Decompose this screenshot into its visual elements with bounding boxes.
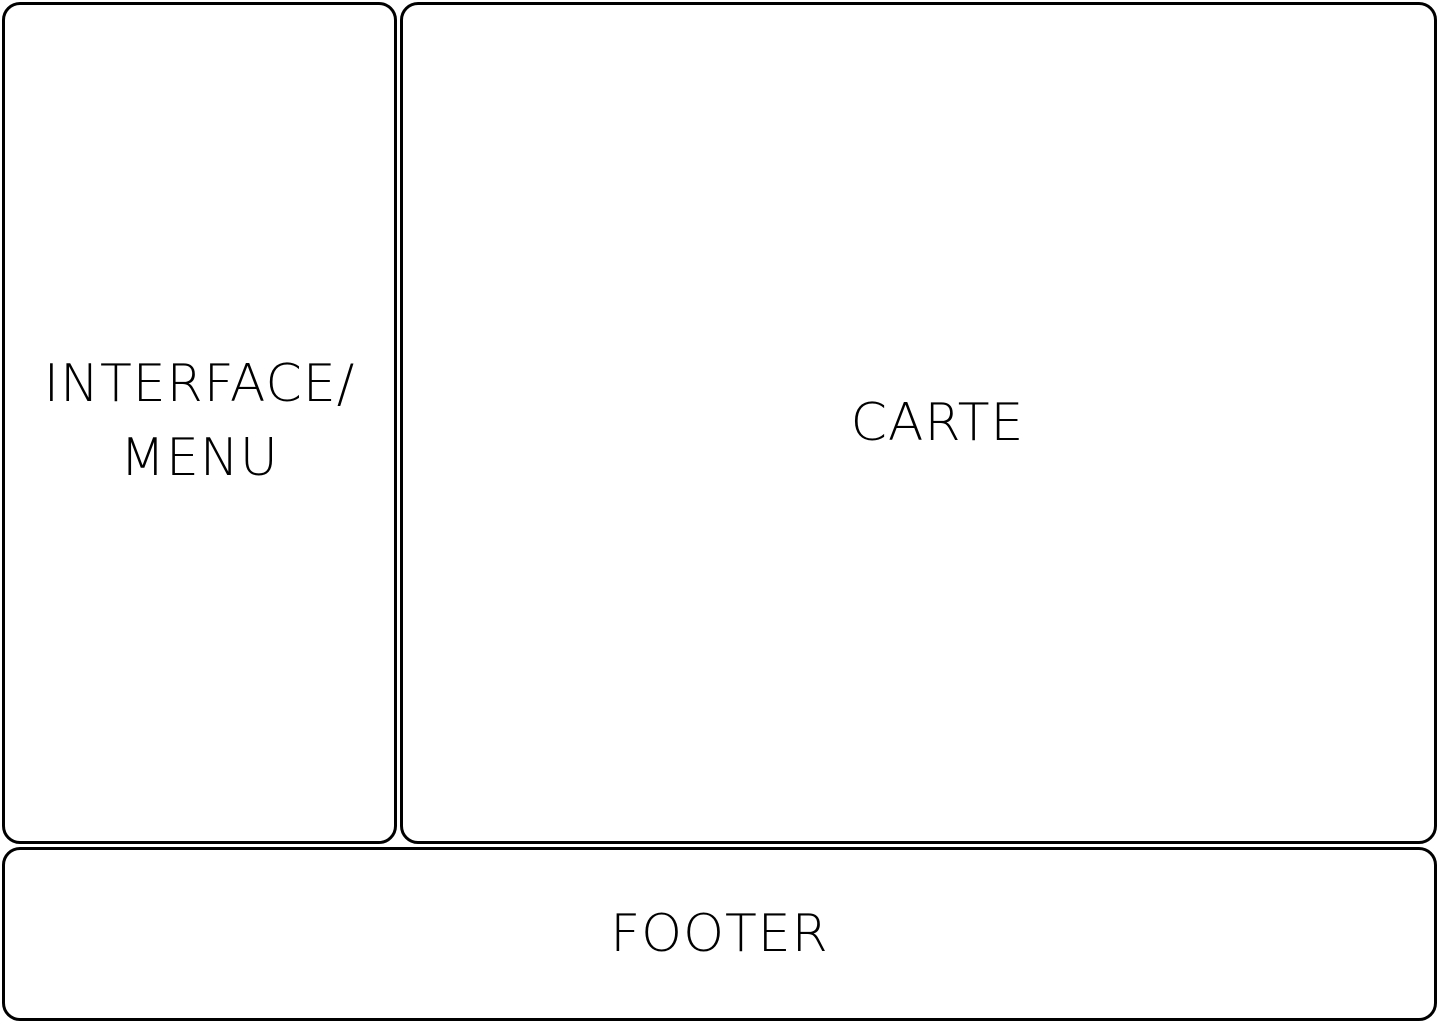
map-label: CARTE xyxy=(850,393,1025,453)
map-panel: CARTE xyxy=(400,2,1437,844)
interface-menu-label-line2: MENU xyxy=(120,428,279,488)
interface-menu-label-line1: INTERFACE/ xyxy=(43,354,356,414)
interface-menu-panel: INTERFACE/ MENU xyxy=(2,2,397,844)
footer-label: FOOTER xyxy=(610,904,829,964)
footer-panel: FOOTER xyxy=(2,847,1437,1021)
interface-menu-label: INTERFACE/ MENU xyxy=(44,347,355,495)
